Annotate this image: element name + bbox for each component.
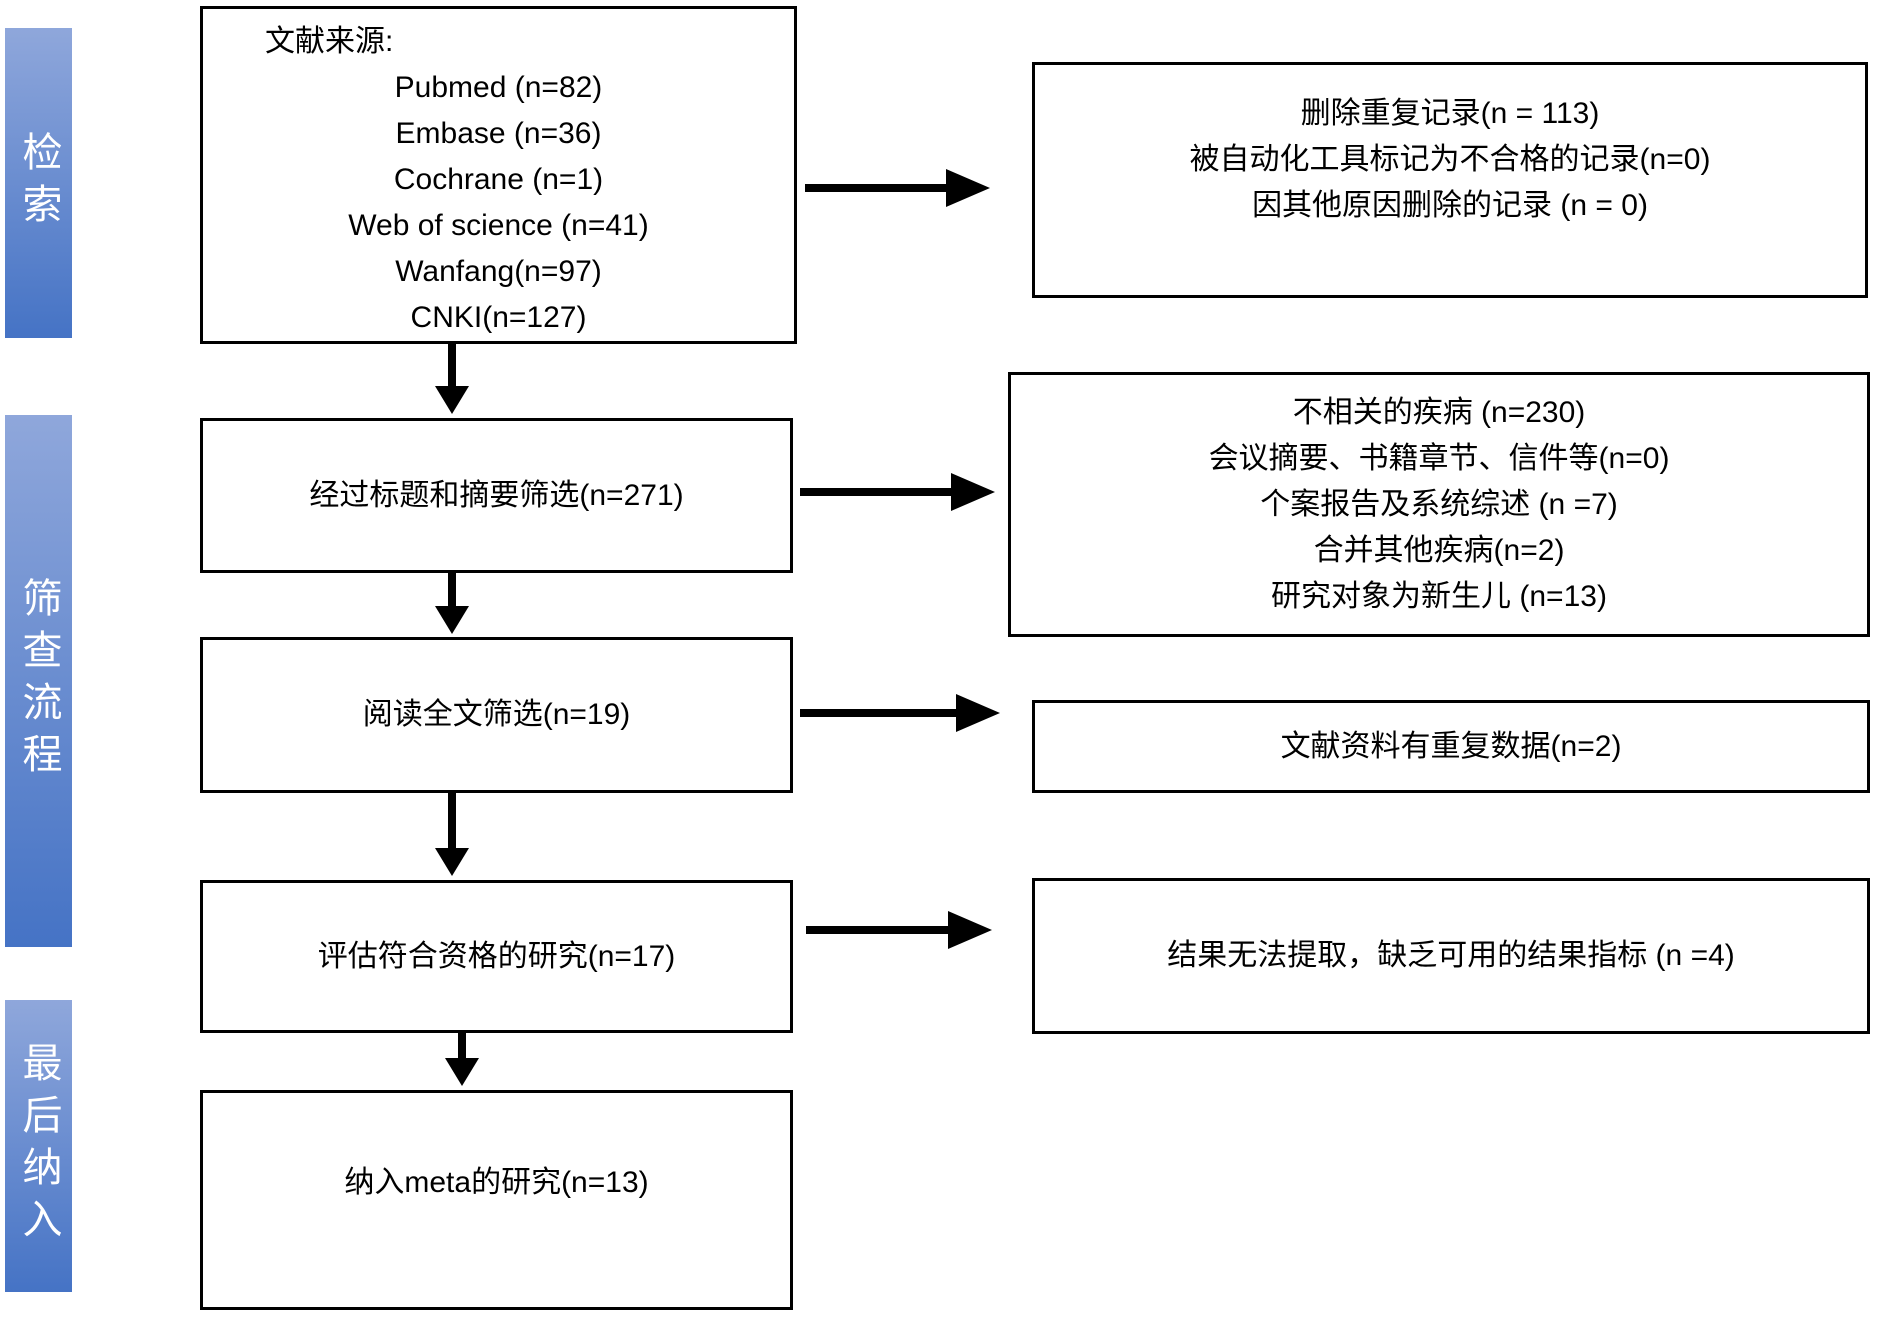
source-item-cochrane: Cochrane (n=1) xyxy=(393,163,604,196)
excluded-other-reasons-line: 因其他原因删除的记录 (n = 0) xyxy=(1252,189,1648,222)
down-arrow-stem xyxy=(448,573,456,606)
stage-bar-inclusion-label: 最后纳入 xyxy=(16,1042,61,1250)
excluded-comorbidity-line: 合并其他疾病(n=2) xyxy=(1313,533,1565,567)
excluded-automation-line: 被自动化工具标记为不合格的记录(n=0) xyxy=(1189,143,1711,176)
box-excluded-title-abstract: 不相关的疾病 (n=230) 会议摘要、书籍章节、信件等(n=0) 个案报告及系… xyxy=(1008,372,1870,637)
down-arrow-stem xyxy=(448,344,456,386)
arrow-eligibility-to-included xyxy=(445,1033,479,1086)
down-arrow-head xyxy=(445,1058,479,1086)
excluded-irrelevant-disease-line: 不相关的疾病 (n=230) xyxy=(1292,395,1586,429)
down-arrow-head xyxy=(435,848,469,876)
box-excluded-duplicates: 删除重复记录(n = 113) 被自动化工具标记为不合格的记录(n=0) 因其他… xyxy=(1032,62,1868,298)
arrow-title-abstract-to-exclusions xyxy=(800,473,995,511)
box-literature-sources: 文献来源: Pubmed (n=82) Embase (n=36) Cochra… xyxy=(200,6,797,344)
arrow-sources-to-excluded-duplicates xyxy=(805,169,990,207)
right-arrow-stem xyxy=(800,709,956,717)
box-eligibility-assessment: 评估符合资格的研究(n=17) xyxy=(200,880,793,1033)
box-full-text-screening: 阅读全文筛选(n=19) xyxy=(200,637,793,793)
right-arrow-stem xyxy=(800,488,951,496)
excluded-duplicates-line: 删除重复记录(n = 113) xyxy=(1300,97,1600,130)
literature-sources-title: 文献来源: xyxy=(265,25,394,58)
included-in-meta-label: 纳入meta的研究(n=13) xyxy=(344,1166,649,1199)
arrow-full-text-to-eligibility xyxy=(435,793,469,876)
excluded-duplicate-data-line: 文献资料有重复数据(n=2) xyxy=(1280,729,1622,763)
arrow-title-abstract-to-full-text xyxy=(435,573,469,634)
box-excluded-duplicate-data: 文献资料有重复数据(n=2) xyxy=(1032,700,1870,793)
right-arrow-head xyxy=(948,911,992,949)
arrow-full-text-to-duplicate-data xyxy=(800,694,1000,732)
stage-bar-search: 检索 xyxy=(5,28,72,338)
arrow-eligibility-to-no-outcome xyxy=(806,911,992,949)
full-text-screening-label: 阅读全文筛选(n=19) xyxy=(362,698,631,731)
source-item-pubmed: Pubmed (n=82) xyxy=(394,71,603,104)
down-arrow-stem xyxy=(448,793,456,848)
source-item-web-of-science: Web of science (n=41) xyxy=(348,209,649,242)
excluded-neonates-line: 研究对象为新生儿 (n=13) xyxy=(1271,579,1607,613)
excluded-case-report-review-line: 个案报告及系统综述 (n =7) xyxy=(1260,487,1618,521)
stage-bar-search-label: 检索 xyxy=(16,131,61,235)
down-arrow-head xyxy=(435,386,469,414)
excluded-no-outcome-line: 结果无法提取，缺乏可用的结果指标 (n =4) xyxy=(1167,939,1735,972)
stage-bar-screening-label: 筛查流程 xyxy=(16,577,61,785)
eligibility-assessment-label: 评估符合资格的研究(n=17) xyxy=(317,939,676,973)
box-included-in-meta: 纳入meta的研究(n=13) xyxy=(200,1090,793,1310)
arrow-sources-to-title-abstract xyxy=(435,344,469,414)
down-arrow-stem xyxy=(458,1033,466,1058)
source-item-wanfang: Wanfang(n=97) xyxy=(395,255,602,288)
down-arrow-head xyxy=(435,606,469,634)
stage-bar-inclusion: 最后纳入 xyxy=(5,1000,72,1292)
right-arrow-stem xyxy=(806,926,948,934)
right-arrow-head xyxy=(951,473,995,511)
right-arrow-head xyxy=(946,169,990,207)
title-abstract-screening-label: 经过标题和摘要筛选(n=271) xyxy=(309,478,684,512)
source-item-embase: Embase (n=36) xyxy=(395,117,602,150)
box-title-abstract-screening: 经过标题和摘要筛选(n=271) xyxy=(200,418,793,573)
right-arrow-stem xyxy=(805,184,946,192)
stage-bar-screening: 筛查流程 xyxy=(5,415,72,947)
excluded-conference-book-letter-line: 会议摘要、书籍章节、信件等(n=0) xyxy=(1208,441,1670,475)
box-excluded-no-outcome: 结果无法提取，缺乏可用的结果指标 (n =4) xyxy=(1032,878,1870,1034)
right-arrow-head xyxy=(956,694,1000,732)
source-item-cnki: CNKI(n=127) xyxy=(410,301,587,334)
